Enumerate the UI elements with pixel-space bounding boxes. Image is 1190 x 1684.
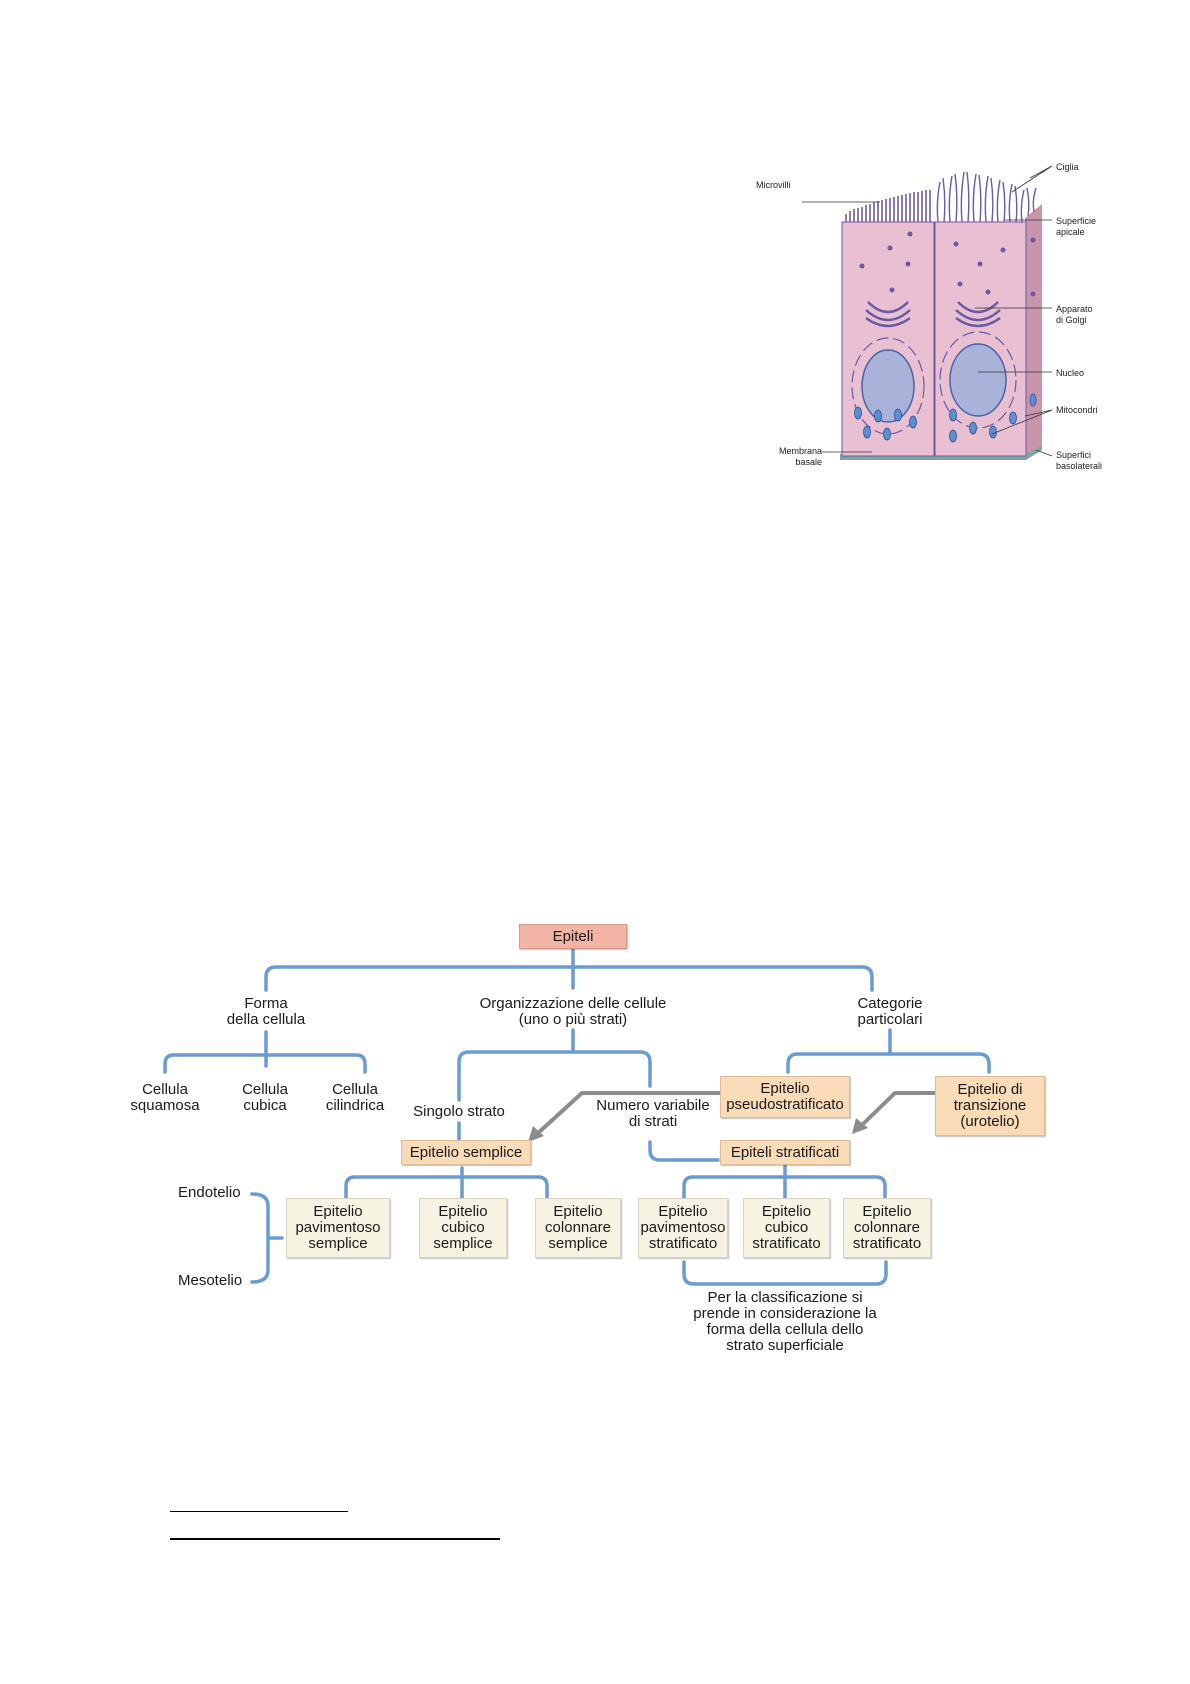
label-ciglia: Ciglia: [1056, 162, 1079, 172]
label-microvilli: Microvilli: [756, 180, 791, 190]
connector-variabile-to-stratificati: [648, 1140, 720, 1162]
nucleus-left: [861, 349, 915, 423]
connector-top-bar: [264, 965, 874, 992]
label-superficie-apicale: Superficie apicale: [1056, 216, 1097, 237]
branch-organizzazione: Organizzazione delle cellule (uno o più …: [479, 995, 667, 1028]
connector-forma-bar: [163, 1053, 367, 1074]
golgi-left: [865, 301, 911, 328]
footnote-separator-long: [170, 1538, 500, 1540]
arrow-transizione-to-stratificati: [860, 1091, 935, 1127]
label-mesotelio: Mesotelio: [178, 1272, 243, 1289]
label-nucleo: Nucleo: [1056, 368, 1085, 378]
label-endotelio: Endotelio: [178, 1184, 241, 1201]
cell-side-face: [1025, 204, 1042, 460]
epithelial-cell-figure: Microvilli Membrana basale Ciglia Superf…: [756, 160, 1120, 480]
node-epiteli-label: Epiteli: [552, 927, 594, 945]
branch-categorie: Categorie particolari: [857, 995, 923, 1028]
branch-forma: Forma della cellula: [226, 995, 306, 1028]
note-classificazione: Per la classificazione si prende in cons…: [693, 1289, 877, 1354]
arrowhead-stratificati: [852, 1118, 868, 1134]
cell-type-cubica: Cellula cubica: [242, 1081, 288, 1114]
label-apparato-golgi: Apparato di Golgi: [1056, 304, 1093, 325]
node-transizione: Epitelio di transizione (urotelio): [935, 1076, 1045, 1136]
label-membrana-basale: Membrana basale: [778, 446, 822, 467]
footnote-separator-short: [170, 1511, 348, 1512]
connector-semplice-bar: [344, 1175, 549, 1200]
connector-note-bracket: [682, 1260, 888, 1286]
label-mitocondri: Mitocondri: [1056, 405, 1098, 415]
cell-type-cilindrica: Cellula cilindrica: [325, 1081, 385, 1114]
node-cubico-stratificato: Epitelio cubico stratificato: [743, 1198, 830, 1258]
label-singolo-strato: Singolo strato: [413, 1103, 505, 1120]
golgi-right: [955, 301, 1001, 328]
nucleus-right: [949, 343, 1007, 417]
leader-lines: [802, 165, 1053, 457]
node-colonnare-stratificato: Epitelio colonnare stratificato: [843, 1198, 931, 1258]
cell-type-squamosa: Cellula squamosa: [130, 1081, 200, 1114]
node-pseudostratificato: Epitelio pseudostratificato: [720, 1076, 850, 1118]
node-pavimentoso-stratificato: Epitelio pavimentoso stratificato: [638, 1198, 728, 1258]
node-pavimentoso-semplice: Epitelio pavimentoso semplice: [286, 1198, 390, 1258]
node-epiteli-stratificati: Epiteli stratificati: [720, 1140, 850, 1165]
cilia: [936, 171, 1037, 223]
vesicles: [859, 231, 1036, 297]
arrow-pseudo-to-semplice: [535, 1091, 720, 1136]
node-epitelio-semplice: Epitelio semplice: [401, 1140, 531, 1165]
microvilli: [845, 190, 931, 222]
connector-cat-bar: [786, 1052, 991, 1074]
label-superfici-basolaterali: Superfici basolaterali: [1056, 450, 1103, 471]
label-numero-variabile: Numero variabile di strati: [596, 1097, 710, 1130]
connector-stratificati-bar: [682, 1175, 887, 1200]
arrowhead-semplice: [528, 1126, 544, 1142]
node-epiteli: Epiteli: [519, 924, 627, 949]
epithelial-cell-illustration: [802, 165, 1053, 460]
mitochondria: [854, 393, 1037, 443]
node-cubico-semplice: Epitelio cubico semplice: [419, 1198, 507, 1258]
node-colonnare-semplice: Epitelio colonnare semplice: [535, 1198, 621, 1258]
connector-org-bar: [457, 1050, 652, 1102]
connector-endo-meso-bracket: [250, 1192, 284, 1284]
